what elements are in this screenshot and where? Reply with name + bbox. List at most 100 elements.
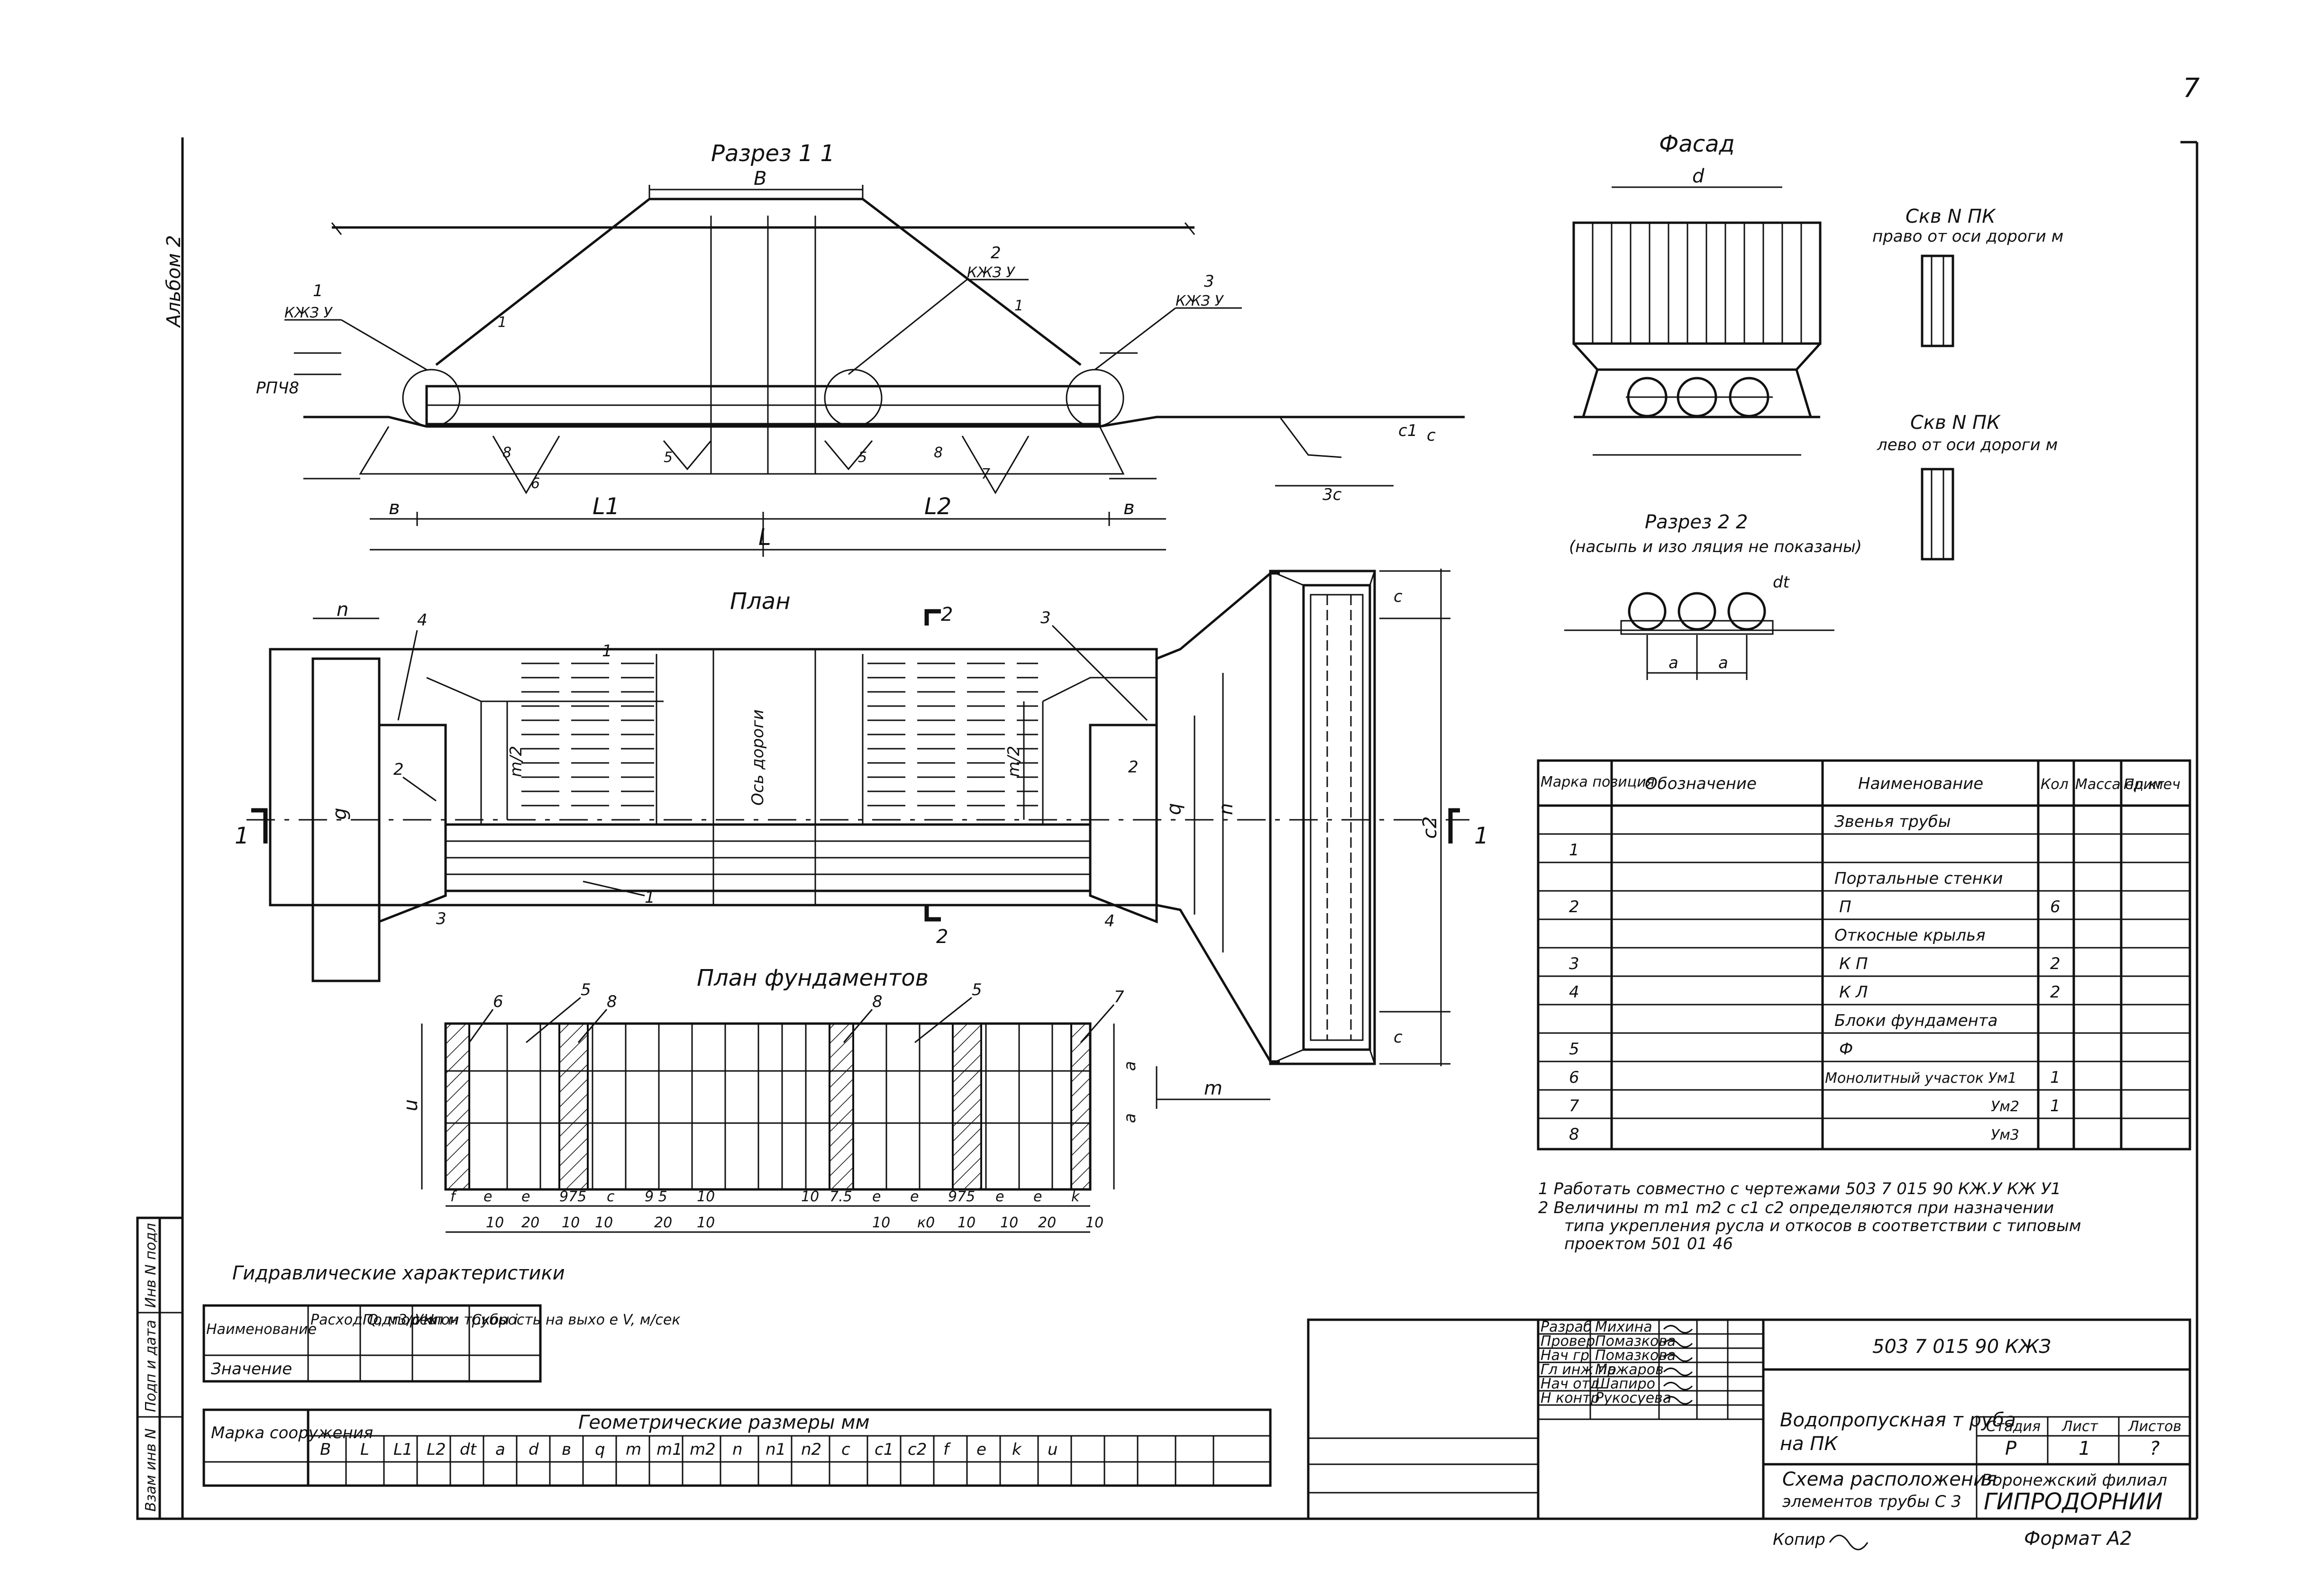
found-mark-5b: 5 [972, 980, 982, 999]
geom-col-6: d [529, 1440, 539, 1459]
stamp-stage: Р [2005, 1438, 2017, 1460]
spec-r5-name: К П [1839, 954, 1868, 973]
spec-r9-pos: 6 [1569, 1068, 1579, 1087]
spec-r6-pos: 4 [1569, 983, 1579, 1002]
found-dim-t2: e [521, 1188, 530, 1205]
facade-view: Фасад d Скв N ПК право от оси дороги м С… [1572, 131, 2063, 561]
skv-right-line2: право от оси дороги м [1872, 227, 2063, 246]
left-strip-2: Подп и дата [143, 1320, 159, 1412]
note-1: 1 Работать совместно с чертежами 503 7 0… [1538, 1179, 2061, 1198]
spec-r6-qty: 2 [2050, 983, 2061, 1002]
found-a2: a [1121, 1113, 1140, 1123]
geom-col-15: c [841, 1440, 850, 1459]
stamp-doc-code: 503 7 015 90 КЖЗ [1872, 1336, 2051, 1358]
stamp-role-3: Гл инж пр [1541, 1361, 1616, 1378]
found-mark-7: 7 [1114, 988, 1124, 1007]
stamp-org2: ГИПРОДОРНИИ [1984, 1488, 2163, 1515]
dim-L: L [758, 524, 771, 551]
plan-mark-3b: 3 [1040, 608, 1051, 627]
found-u: u [400, 1099, 422, 1111]
section-1-1-title: Разрез 1 1 [711, 140, 835, 167]
geom-col-3: L2 [427, 1440, 446, 1459]
found-dim-t7: 10 [801, 1188, 819, 1205]
spec-r0-name: Звенья трубы [1834, 812, 1951, 831]
stamp-sheets: ? [2150, 1438, 2160, 1460]
sec2-top: 2 [941, 604, 953, 626]
stamp-name-4: Шапиро [1595, 1376, 1655, 1392]
stamp-title2: Схема расположения [1782, 1469, 1997, 1490]
found-dim-b2: 10 [562, 1215, 580, 1231]
stamp-name-3: Мажаров [1595, 1361, 1664, 1378]
note-3: типа укрепления русла и откосов в соотве… [1564, 1216, 2081, 1235]
found-dim-t13: e [1033, 1188, 1042, 1205]
s22-a1: a [1669, 653, 1678, 672]
spec-table: Марка позиция Обозначение Наименование К… [1537, 759, 2191, 1151]
spec-r7-name: Блоки фундамента [1834, 1011, 1998, 1030]
spec-h-code: Обозначение [1645, 774, 1757, 793]
geom-col-17: c2 [908, 1440, 927, 1459]
s11-mark-8: 8 [502, 444, 511, 461]
stamp-title1b: на ПК [1780, 1433, 1838, 1455]
stamp-name-2: Помазкова [1595, 1347, 1676, 1364]
notes: 1 Работать совместно с чертежами 503 7 0… [1538, 1179, 2081, 1253]
page-number: 7 [2183, 73, 2200, 104]
hydraulic-table: Гидравлические характеристики Наименован… [202, 1262, 681, 1383]
found-mark-8a: 8 [607, 992, 617, 1011]
stamp-title2b: элементов трубы С 3 [1782, 1492, 1961, 1511]
plan-c-bot: c [1394, 1028, 1403, 1047]
plan-view: План n [235, 569, 1489, 1109]
geom-col-19: e [976, 1440, 986, 1459]
geom-col-10: m1 [657, 1440, 683, 1459]
dim-L1: L1 [593, 493, 620, 520]
plan-c-top: c [1394, 587, 1403, 606]
found-dim-b1: 20 [521, 1215, 539, 1231]
geom-col-7: в [562, 1440, 571, 1459]
found-dim-b7: к0 [917, 1215, 935, 1231]
stamp-sheet: 1 [2079, 1438, 2090, 1460]
spec-r4-name: Откосные крылья [1834, 926, 1986, 945]
spec-r5-qty: 2 [2050, 954, 2061, 973]
spec-h-name: Наименование [1858, 774, 1983, 793]
spec-r9-name: Монолитный участок Ум1 [1825, 1070, 2017, 1087]
callout-1-code: КЖЗ У [284, 305, 333, 321]
plan-m2-right: m/2 [1004, 746, 1023, 777]
section-2-2: Разрез 2 2 (насыпь и изо ляция не показа… [1564, 511, 1862, 680]
geom-title-top: Геометрические размеры мм [578, 1412, 870, 1433]
s22-dt: dt [1773, 573, 1790, 592]
geom-col-0: B [320, 1440, 331, 1459]
spec-r2-name: Портальные стенки [1834, 869, 2003, 888]
stamp-name-1: Помазкова [1595, 1333, 1676, 1350]
hyd-h3: Уклон трубы i [415, 1312, 518, 1328]
found-dim-b4: 20 [654, 1215, 672, 1231]
geom-col-4: dt [460, 1440, 477, 1459]
found-dim-t3: 975 [559, 1188, 586, 1205]
sec1-right: 1 [1474, 823, 1489, 849]
plan-mark-4b: 4 [1104, 912, 1115, 931]
hydraulic-title: Гидравлические характеристики [232, 1262, 565, 1284]
dim-b-left: в [389, 497, 400, 519]
stamp-name-5: Рукосуева [1595, 1390, 1671, 1406]
section-1-1: Разрез 1 1 B 3c c1 c [256, 140, 1465, 557]
plan-g: g [329, 808, 351, 820]
callout-2-num: 2 [991, 244, 1001, 263]
spec-r10-pos: 7 [1569, 1097, 1579, 1115]
geom-col-5: a [495, 1440, 505, 1459]
stamp-sheet-h: Лист [2061, 1418, 2099, 1435]
stamp-role-0: Разраб [1541, 1319, 1592, 1335]
found-dim-b9: 10 [1000, 1215, 1018, 1231]
s11-mark-5: 5 [664, 449, 673, 466]
stamp-role-1: Провер [1541, 1333, 1595, 1350]
sec1-left: 1 [235, 823, 249, 849]
spec-r1-pos: 1 [1569, 841, 1579, 860]
plan-mark-1b: 1 [645, 888, 655, 907]
spec-r9-qty: 1 [2050, 1068, 2061, 1087]
geom-col-16: c1 [875, 1440, 894, 1459]
geom-col-8: q [595, 1440, 605, 1459]
spec-r10-qty: 1 [2050, 1097, 2061, 1115]
geom-col-9: m [626, 1440, 641, 1459]
rpch-label: РПЧ8 [256, 379, 299, 398]
found-dim-b6: 10 [872, 1215, 890, 1231]
foundation-plan: План фундаментов [400, 965, 1140, 1233]
